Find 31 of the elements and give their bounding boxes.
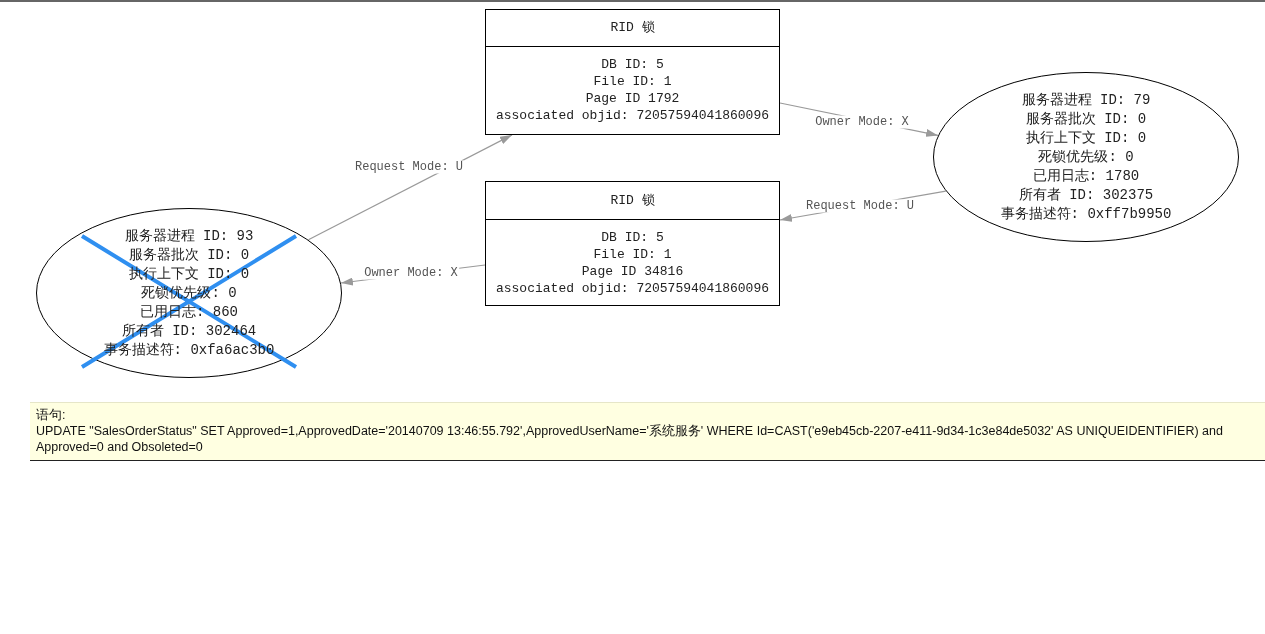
edge-label: Owner Mode: X	[814, 115, 910, 129]
edge-label: Request Mode: U	[354, 160, 464, 174]
box-field: associated objid: 72057594041860096	[495, 108, 769, 123]
lock-box	[485, 9, 780, 135]
process-field: 服务器进程 ID: 79	[1021, 91, 1151, 108]
box-field: Page ID 1792	[585, 91, 680, 106]
box-field: DB ID: 5	[601, 230, 664, 245]
box-title: RID 锁	[610, 193, 655, 208]
process-field: 事务描述符: 0xff7b9950	[1000, 205, 1172, 222]
process-field: 服务器批次 ID: 0	[128, 246, 250, 263]
process-field: 已用日志: 1780	[1032, 167, 1140, 184]
lock-box	[485, 181, 780, 306]
box-field: Page ID 34816	[581, 264, 684, 279]
edge-label: Owner Mode: X	[363, 266, 459, 280]
box-title: RID 锁	[610, 20, 655, 35]
box-field: File ID: 1	[593, 247, 672, 262]
statement-text: UPDATE "SalesOrderStatus" SET Approved=1,ApprovedDate='20140709 13:46:55.792',ApprovedUserName='系统服务' WHERE Id=CAST('e9eb45cb-2207-e411-9d34-1c3e84de5032' AS UNIQUEIDENTIFIER) and Approved=0 and Obsoleted=0	[36, 423, 1224, 455]
process-field: 执行上下文 ID: 0	[1025, 129, 1147, 146]
process-field: 服务器批次 ID: 0	[1025, 110, 1147, 127]
box-field: associated objid: 72057594041860096	[495, 281, 769, 296]
panel-heading: 语句:	[36, 408, 66, 422]
edge-label: Request Mode: U	[805, 199, 915, 213]
process-field: 死锁优先级: 0	[1038, 148, 1134, 165]
statement-panel	[30, 402, 1265, 461]
box-field: DB ID: 5	[601, 57, 664, 72]
process-field: 服务器进程 ID: 93	[124, 227, 254, 244]
box-field: File ID: 1	[593, 74, 672, 89]
arrow	[307, 134, 513, 241]
process-ellipse	[933, 72, 1239, 242]
process-field: 所有者 ID: 302375	[1018, 186, 1154, 203]
process-ellipse	[36, 208, 342, 378]
